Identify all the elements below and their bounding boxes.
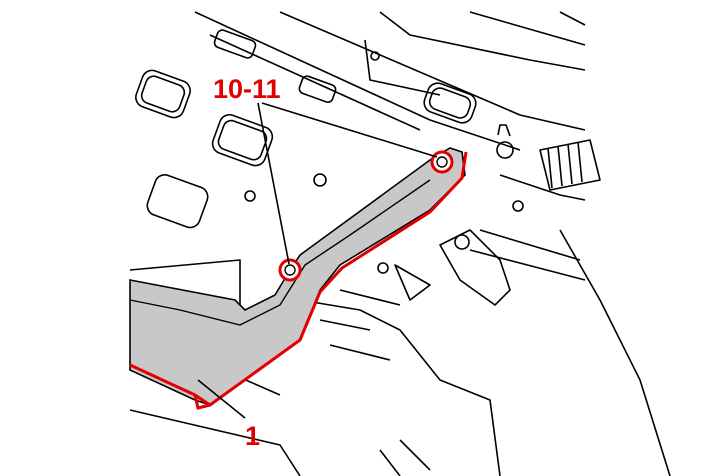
background-structure	[129, 11, 671, 476]
callout-bracket-label: 1	[245, 421, 261, 451]
bracket-inner-edge	[129, 179, 431, 326]
bracket-end-highlight	[193, 394, 211, 410]
fastener-upper	[430, 150, 454, 174]
callout-fasteners-label: 10-11	[213, 74, 281, 104]
leader-lines	[197, 102, 438, 419]
fastener-lower	[278, 258, 302, 282]
bracket-outline-highlight	[129, 151, 468, 407]
